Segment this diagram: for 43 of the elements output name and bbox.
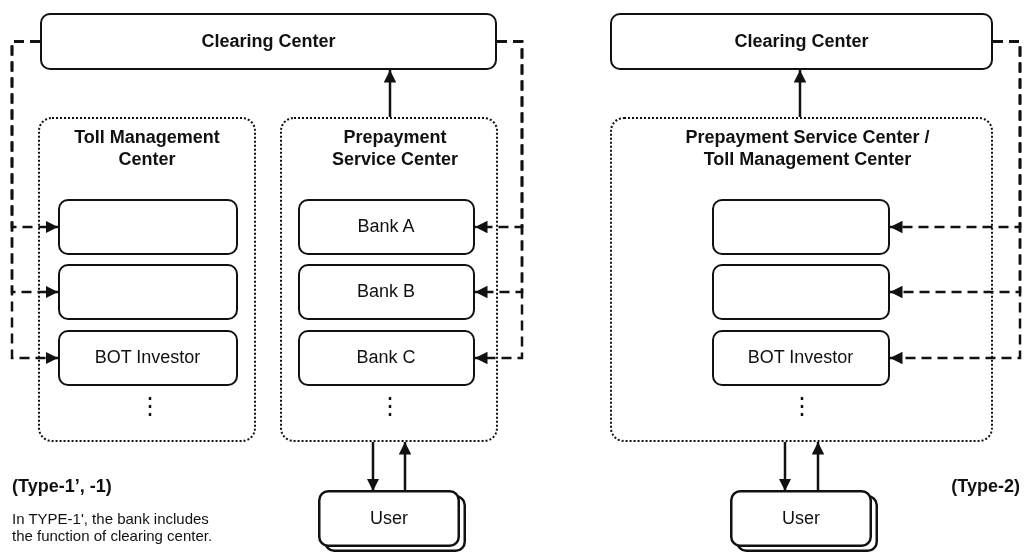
process-box xyxy=(711,263,890,320)
process-box xyxy=(40,13,497,70)
group-title: Toll Management Center xyxy=(73,127,221,171)
dashed-arrow xyxy=(890,40,1022,365)
box-label: Bank A xyxy=(357,216,415,237)
box-label: User xyxy=(369,506,409,530)
process-box xyxy=(711,198,890,255)
process-box xyxy=(297,329,475,386)
box-label: BOT Investor xyxy=(747,347,854,368)
group-title: Prepayment Service Center / Toll Management Center xyxy=(684,127,931,171)
dashed-arrow xyxy=(475,40,524,365)
note-text: In TYPE-1', the bank includes the function of clearing center. xyxy=(12,510,214,545)
type-label: (Type-1’, -1) xyxy=(12,476,113,497)
process-box xyxy=(57,263,238,320)
ellipsis-mark: ⋮ xyxy=(378,392,398,420)
process-box xyxy=(57,329,238,386)
arrow xyxy=(398,442,412,490)
group-container xyxy=(38,117,256,442)
arrow xyxy=(778,442,792,491)
process-box xyxy=(610,13,993,70)
arrow xyxy=(366,442,380,491)
box-label: Clearing Center xyxy=(201,30,336,53)
box-label: User xyxy=(781,506,821,530)
process-box xyxy=(297,198,475,255)
process-box xyxy=(297,263,475,320)
group-container xyxy=(280,117,498,442)
box-label: Bank B xyxy=(356,281,415,302)
process-box xyxy=(711,329,890,386)
group-container xyxy=(610,117,993,442)
ellipsis-mark: ⋮ xyxy=(790,392,810,420)
arrow xyxy=(383,70,397,117)
box-label: Bank C xyxy=(356,347,416,368)
process-box xyxy=(57,198,238,255)
stacked-box xyxy=(730,490,878,552)
ellipsis-mark: ⋮ xyxy=(138,392,158,420)
group-title: Prepayment Service Center xyxy=(330,127,460,171)
type-label: (Type-2) xyxy=(950,476,1020,497)
dashed-arrow xyxy=(10,40,58,365)
box-label: Clearing Center xyxy=(734,30,869,53)
stacked-box xyxy=(318,490,466,552)
arrow xyxy=(811,442,825,490)
box-label: BOT Investor xyxy=(94,347,201,368)
arrow xyxy=(793,70,807,117)
